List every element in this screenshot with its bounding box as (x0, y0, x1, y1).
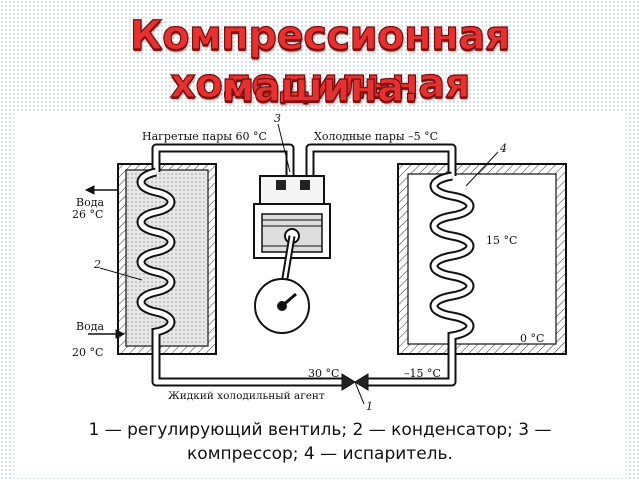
temp-30-label: 30 °С (308, 367, 339, 380)
condenser-coil (136, 167, 176, 342)
pipes (151, 143, 457, 387)
hot-vapor-label: Нагретые пары 60 °С (142, 130, 267, 143)
caption: 1 — регулирующий вентиль; 2 — конденсато… (14, 418, 626, 466)
caption-line-2: компрессор; 4 — испаритель. (187, 444, 453, 464)
label-num-1: 1 (366, 400, 373, 412)
evaporator-temp-0: 0 °С (520, 332, 544, 345)
title-line-2: машина. (221, 64, 419, 111)
regulating-valve (341, 373, 369, 405)
compressor (253, 175, 331, 334)
label-num-4: 4 (499, 142, 507, 155)
water-in-label: Вода (76, 320, 104, 333)
label-num-3: 3 (274, 112, 281, 125)
refrigeration-diagram: Нагретые пары 60 °С Холодные пары –5 °С … (72, 112, 567, 412)
water-in-temp: 20 °С (72, 346, 103, 359)
cold-vapor-label: Холодные пары –5 °С (314, 130, 438, 143)
water-out-label: Вода (76, 196, 104, 209)
temp-minus15-label: –15 °С (404, 367, 441, 380)
evaporator-chamber (397, 163, 567, 355)
liquid-agent-label: Жидкий холодильный агент (168, 390, 325, 402)
caption-line-1: 1 — регулирующий вентиль; 2 — конденсато… (88, 420, 552, 440)
leader-lines (99, 123, 499, 281)
label-num-2: 2 (93, 258, 101, 271)
title-line-1: Компрессионная холодильная (129, 12, 511, 107)
evaporator-coil (429, 171, 475, 342)
water-out-temp: 26 °С (72, 208, 103, 221)
evaporator-temp-15: 15 °С (486, 234, 517, 247)
diagram-panel: Нагретые пары 60 °С Холодные пары –5 °С … (14, 112, 626, 478)
water-arrows (84, 185, 126, 339)
